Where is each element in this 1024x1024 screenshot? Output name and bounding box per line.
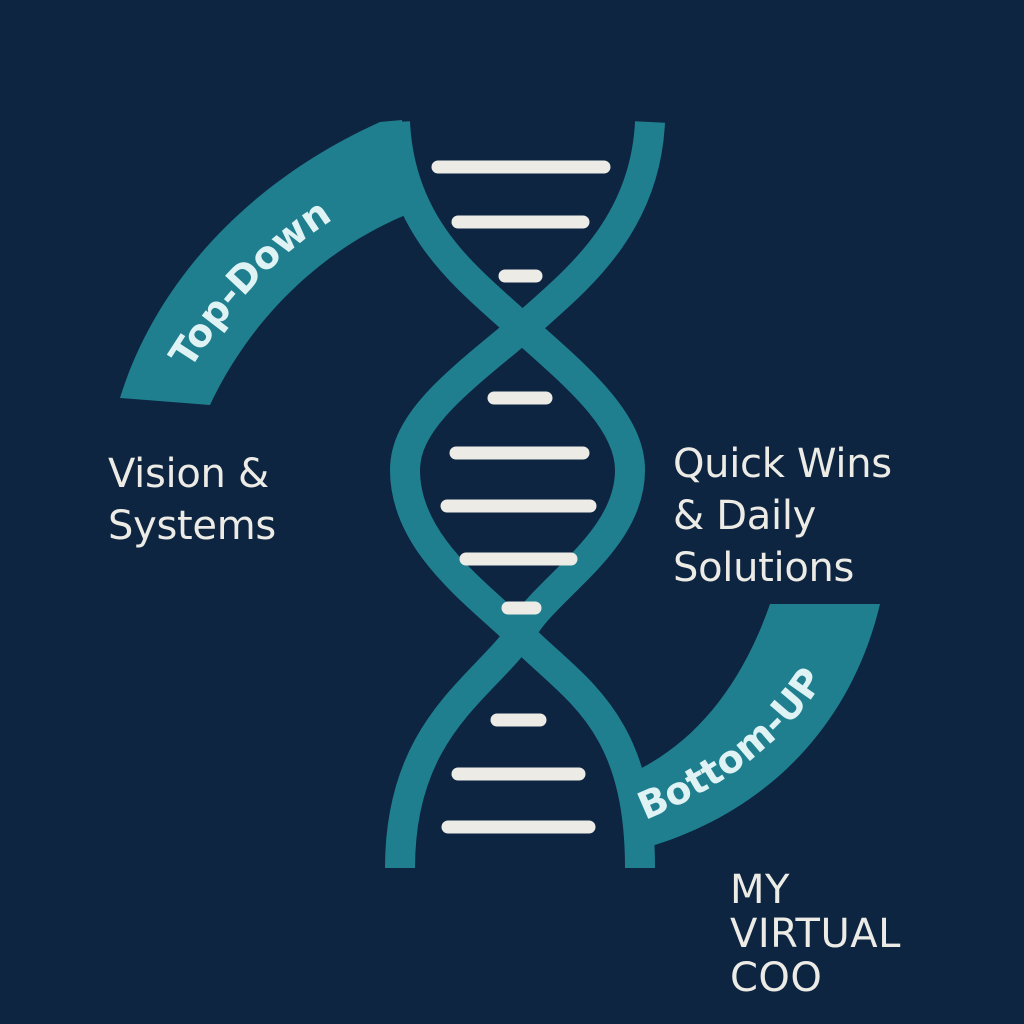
logo-line-2: VIRTUAL bbox=[730, 911, 901, 957]
top-down-arc bbox=[120, 120, 408, 405]
vision-systems-line-1: Vision & bbox=[108, 451, 269, 497]
logo-line-3: COO bbox=[730, 955, 823, 1001]
bottom-up-arc bbox=[620, 604, 880, 852]
quick-wins-line-3: Solutions bbox=[673, 545, 855, 591]
quick-wins-line-1: Quick Wins bbox=[673, 441, 892, 487]
quick-wins-label: Quick Wins & Daily Solutions bbox=[673, 438, 892, 594]
quick-wins-line-2: & Daily bbox=[673, 493, 817, 539]
vision-systems-label: Vision & Systems bbox=[108, 448, 276, 552]
helix-strands bbox=[380, 121, 665, 869]
brand-logo: MY VIRTUAL COO bbox=[730, 868, 901, 1000]
helix-rungs bbox=[431, 160, 611, 834]
strand-a bbox=[380, 121, 646, 869]
logo-line-1: MY bbox=[730, 867, 790, 913]
vision-systems-line-2: Systems bbox=[108, 503, 276, 549]
strand-b bbox=[389, 121, 665, 869]
